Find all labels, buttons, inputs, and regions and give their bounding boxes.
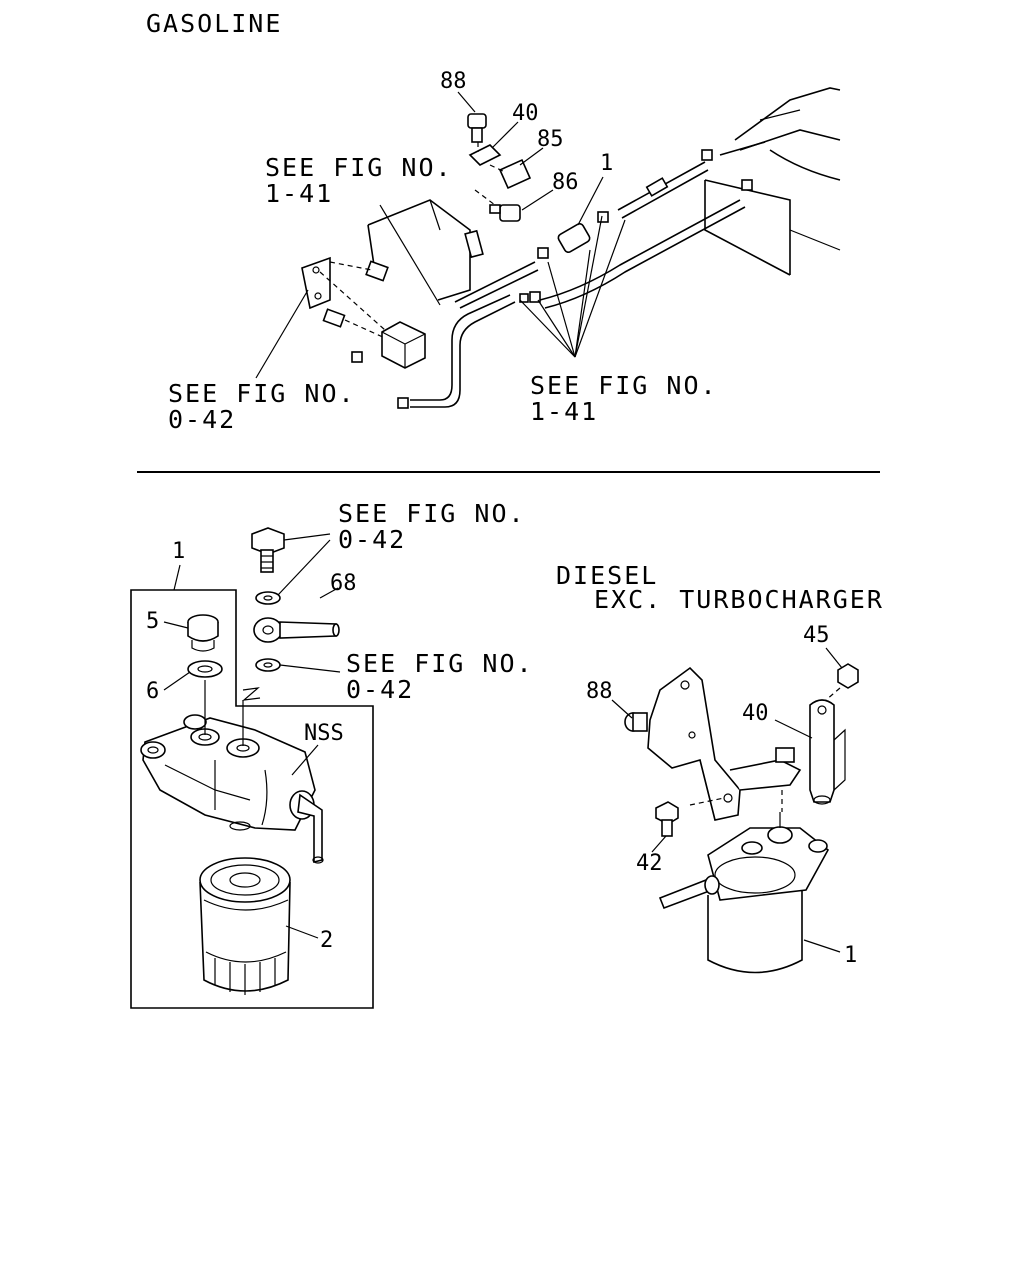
callout-45: 45 — [803, 623, 830, 648]
ref-right-line1: SEE FIG NO. — [530, 371, 718, 400]
washer-upper — [255, 591, 281, 605]
callout-2: 2 — [320, 928, 333, 953]
ref-b-line1: SEE FIG NO. — [346, 649, 534, 678]
lower-left-section: 1 68 SEE FIG NO. 0-42 SEE FIG NO. 0-42 — [130, 499, 534, 1009]
diesel-filter — [658, 790, 830, 974]
bolt-42 — [655, 801, 679, 837]
ref-b-line2: 0-42 — [346, 675, 414, 704]
fuel-tank — [704, 87, 841, 276]
callout-5: 5 — [146, 609, 159, 634]
callout-68: 68 — [330, 571, 357, 596]
callout-40: 40 — [512, 101, 539, 126]
canister-bracket — [367, 199, 471, 301]
ref-left-line2: 0-42 — [168, 405, 236, 434]
callout-6: 6 — [146, 679, 159, 704]
ref-right-line2: 1-41 — [530, 397, 598, 426]
callout-1-assembly: 1 — [172, 539, 185, 564]
gasoline-section: GASOLINE — [146, 9, 841, 434]
filter-head — [140, 714, 324, 864]
bolt-88 — [624, 712, 648, 732]
ref-top-line1: SEE FIG NO. — [265, 153, 453, 182]
diesel-bracket — [809, 699, 846, 805]
inline-fuel-filter — [537, 211, 609, 259]
callout-85: 85 — [537, 127, 564, 152]
callout-1-diesel: 1 — [844, 943, 857, 968]
callout-42: 42 — [636, 851, 663, 876]
callout-1: 1 — [600, 151, 613, 176]
diesel-title-line1: DIESEL — [556, 561, 658, 590]
nut — [837, 663, 859, 689]
washer-lower — [255, 658, 281, 672]
fuel-lines — [351, 141, 766, 409]
ref-a-line2: 0-42 — [338, 525, 406, 554]
ref-top-line2: 1-41 — [265, 179, 333, 208]
gasoline-title: GASOLINE — [146, 9, 282, 38]
eye-fitting — [253, 617, 340, 643]
diesel-title-line2: EXC. TURBOCHARGER — [594, 585, 884, 614]
ref-a-line1: SEE FIG NO. — [338, 499, 526, 528]
callout-40: 40 — [742, 701, 769, 726]
left-bracket-plate — [301, 256, 331, 310]
plug — [187, 614, 219, 652]
fuel-block — [319, 229, 484, 369]
assembly-frame — [130, 589, 374, 1009]
bolt — [251, 527, 285, 573]
callout-86: 86 — [552, 170, 579, 195]
callout-nss: NSS — [304, 721, 344, 746]
mounting-plate — [647, 666, 802, 821]
callout-88: 88 — [440, 69, 467, 94]
gasket — [187, 660, 223, 678]
diesel-section: DIESEL EXC. TURBOCHARGER 45 40 — [556, 561, 884, 974]
callout-88-diesel: 88 — [586, 679, 613, 704]
gasoline-hardware — [467, 113, 532, 222]
gasoline-leaders — [255, 91, 626, 379]
filter-cartridge — [199, 857, 291, 995]
ref-left-line1: SEE FIG NO. — [168, 379, 356, 408]
